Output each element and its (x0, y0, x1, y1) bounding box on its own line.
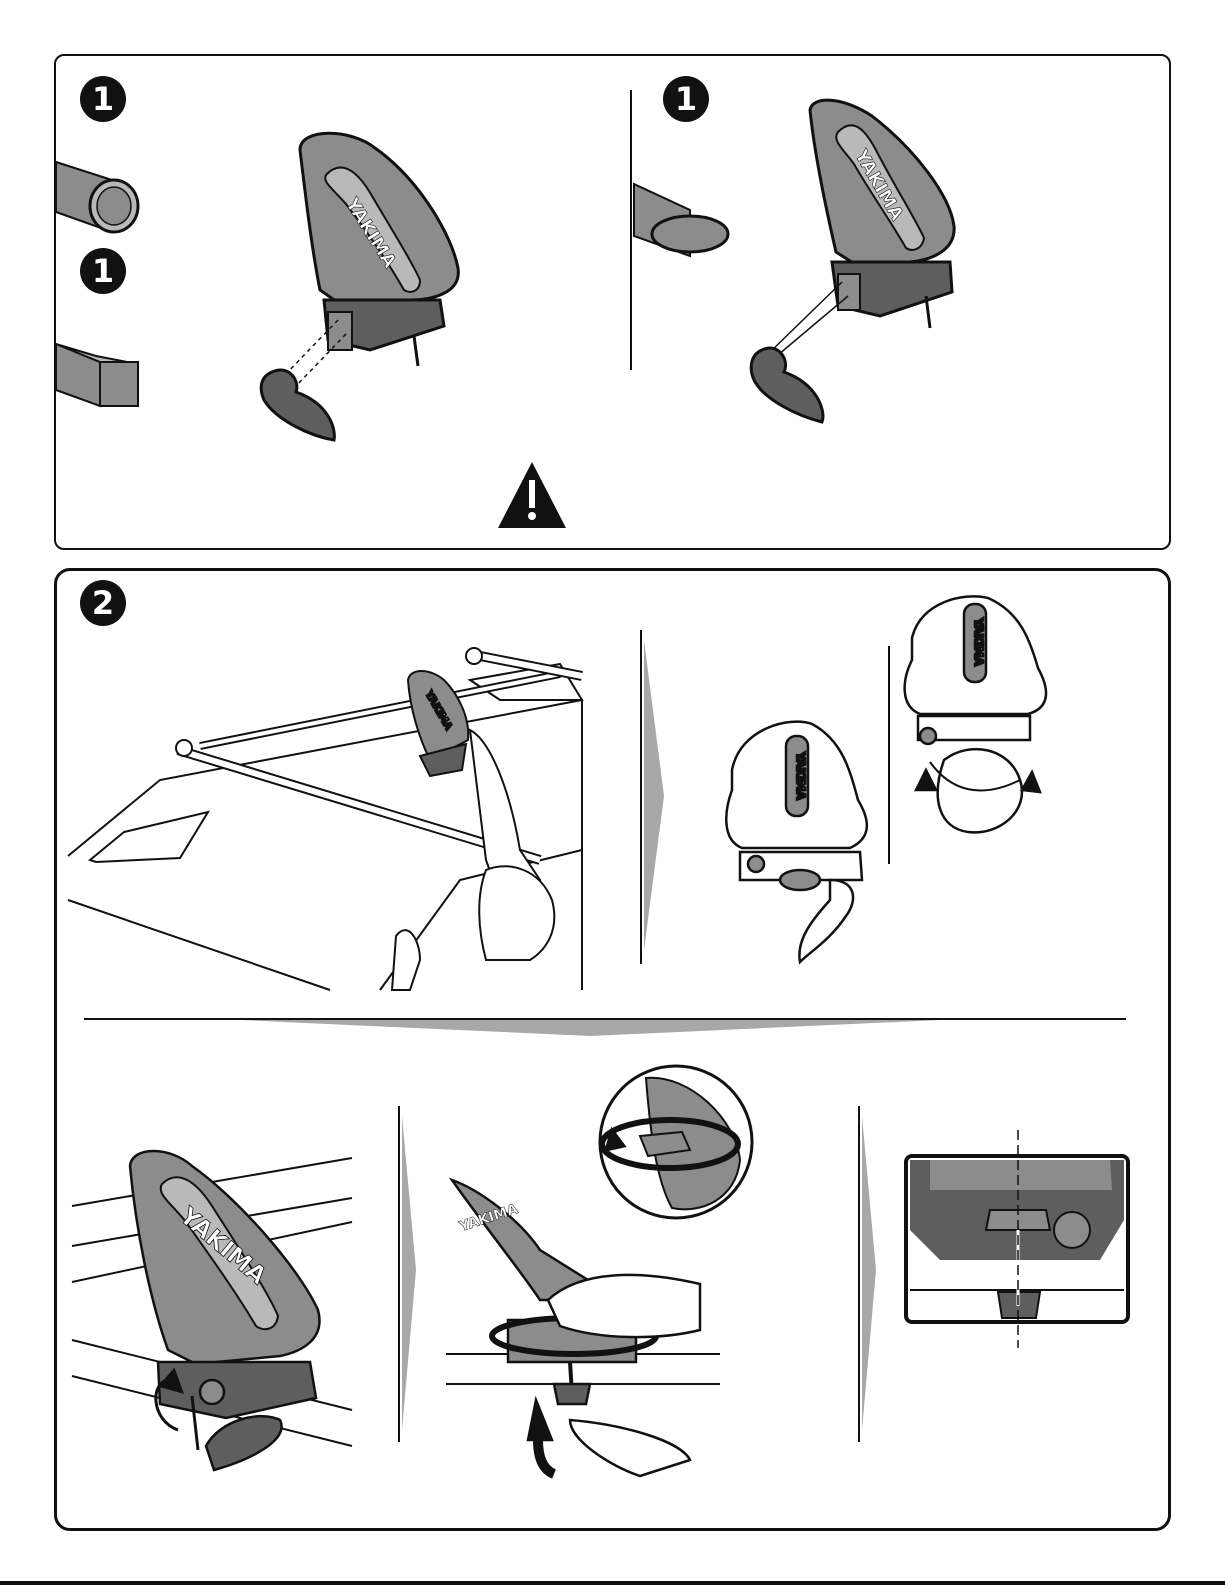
flow-arrow-1 (644, 640, 664, 950)
knob-detail-inset (600, 1066, 752, 1218)
flow-arrow-down (240, 1020, 940, 1036)
knob-tightening: YAKIMA (446, 1180, 720, 1476)
saddle-bolt-insertion: YAKIMA (72, 1151, 352, 1470)
saddle-front-view-hand: YAKIMA (905, 596, 1046, 832)
page-bottom-rule (0, 1581, 1225, 1585)
saddle-logo-front: YAKIMA (794, 751, 807, 800)
flow-arrow-3 (862, 1116, 876, 1430)
saddle-front-view-rotated: YAKIMA (726, 722, 867, 962)
bolt-alignment-detail (906, 1130, 1128, 1348)
person-installing-saddle: YAKIMA (392, 671, 554, 990)
flow-arrow-2 (402, 1116, 416, 1430)
saddle-logo-front-upper: YAKIMA (972, 617, 985, 666)
